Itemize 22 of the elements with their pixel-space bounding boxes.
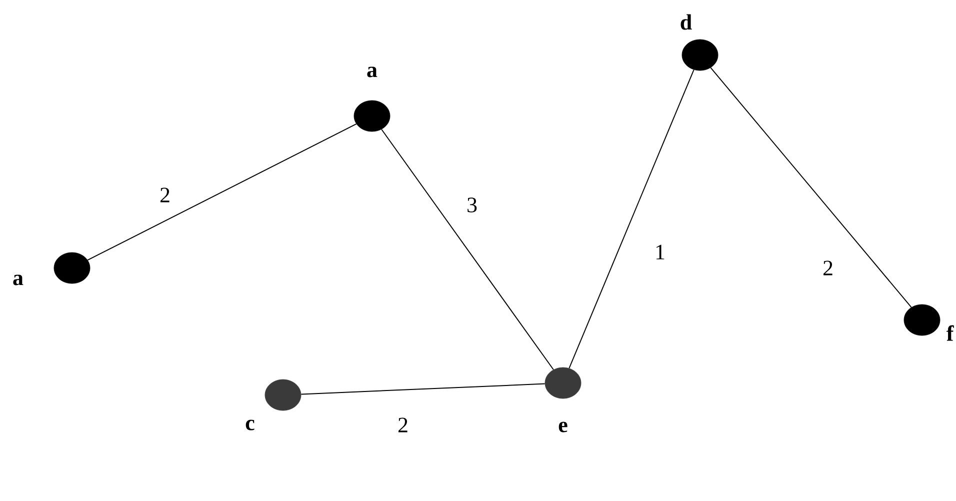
vertex-label: a xyxy=(13,274,24,286)
edge-label: 3 xyxy=(466,196,478,214)
edge-label: 2 xyxy=(822,260,834,276)
graph-vertex xyxy=(264,379,302,411)
edge xyxy=(710,67,912,308)
edge-label: 2 xyxy=(158,186,172,204)
edge xyxy=(568,69,694,369)
edge xyxy=(381,128,554,370)
graph-vertex xyxy=(682,39,718,71)
edge xyxy=(87,123,357,261)
edge-label: 2 xyxy=(396,416,410,434)
graph-vertex xyxy=(354,100,390,132)
graph-vertex xyxy=(544,367,582,399)
edge-label: 1 xyxy=(654,244,666,260)
vertex-label: d xyxy=(680,14,692,30)
vertex-label: c xyxy=(246,420,254,430)
vertex-label: a xyxy=(367,66,378,78)
edge xyxy=(300,383,546,395)
vertex-label: e xyxy=(558,422,568,432)
vertex-label: f xyxy=(946,325,954,341)
graph-vertex xyxy=(904,304,940,336)
graph-vertex xyxy=(54,252,90,284)
